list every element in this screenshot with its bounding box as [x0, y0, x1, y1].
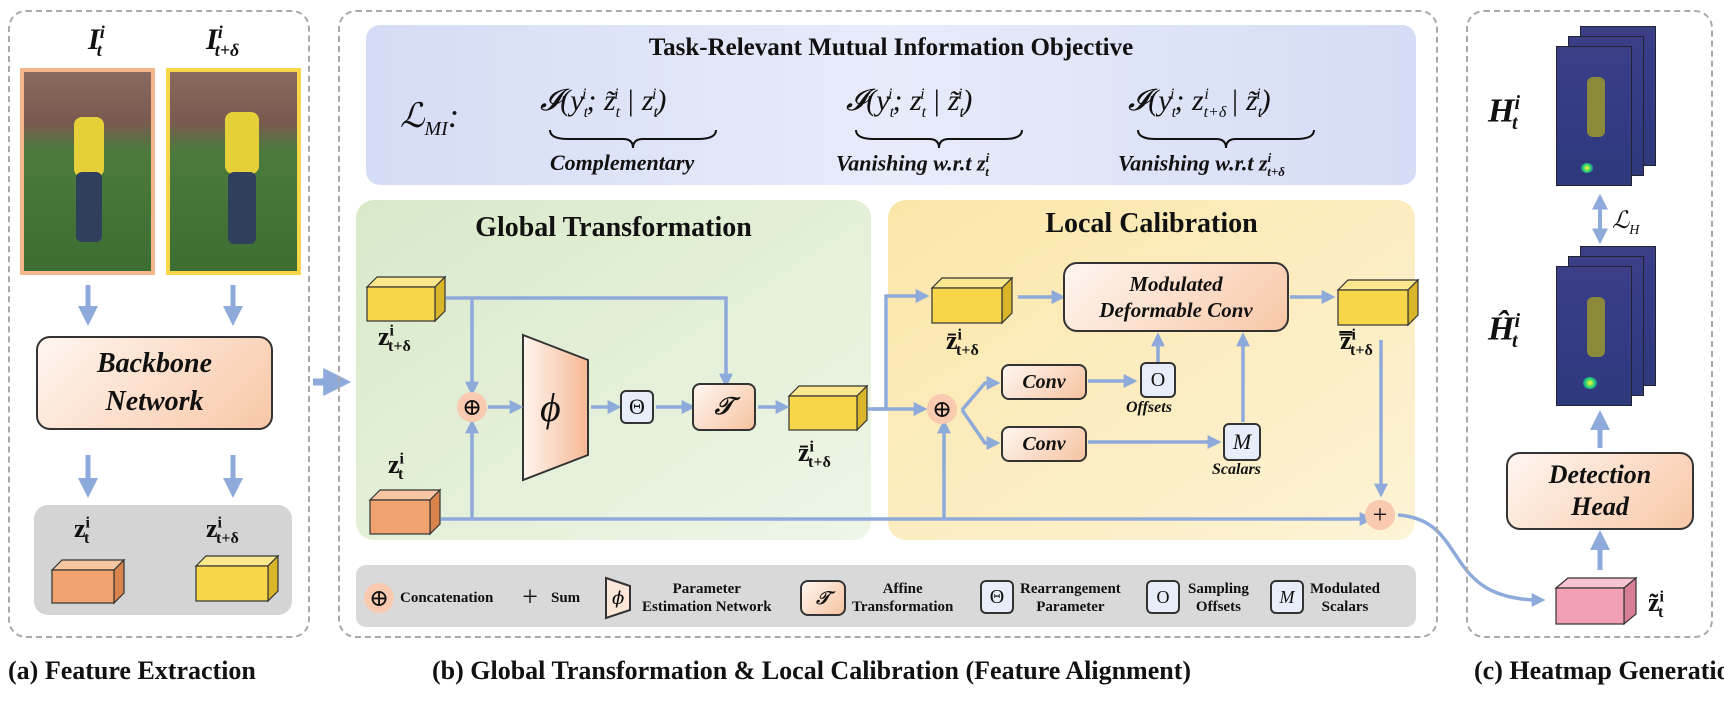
mi-term-vanishing-t-delta: 𝓘(yti; zt+δi | z̃ti)	[1128, 84, 1271, 121]
caption-heatmap-generation: (c) Heatmap Generation	[1474, 656, 1724, 685]
local-calibration-title: Local Calibration	[1045, 208, 1258, 239]
mi-loss-symbol: ℒMI:	[400, 98, 460, 140]
output-cube-ztilde	[1554, 576, 1638, 626]
heatmap-gt-label: Hit	[1488, 92, 1521, 135]
brace-vanishing-t	[855, 129, 1023, 149]
legend-concat-icon: ⊕	[364, 583, 394, 613]
mi-objective-background	[366, 25, 1416, 185]
mi-label-vanishing-t: Vanishing w.r.t zit	[836, 150, 990, 179]
frame-t-label: Iit	[88, 22, 105, 60]
sum-op: +	[1365, 500, 1395, 530]
legend-offsets-icon: O	[1146, 580, 1180, 614]
local-input-cube-zbar	[930, 276, 1014, 325]
ztilde-label: z̃it	[1648, 588, 1664, 622]
feature-cube-t-delta	[194, 554, 280, 603]
feature-t-label: zit	[74, 514, 90, 548]
caption-feature-extraction: (a) Feature Extraction	[8, 656, 256, 685]
phi-network-shape	[522, 333, 589, 482]
affine-transform-box: 𝒯	[692, 383, 756, 431]
heatmap-loss-label: ℒH	[1612, 208, 1640, 238]
scalars-label: Scalars	[1212, 461, 1261, 478]
frame-t-delta-label: Iit+δ	[206, 22, 240, 60]
zdbar-output-label: z̿it+δ	[1340, 326, 1373, 360]
legend-theta-icon: Θ	[980, 580, 1014, 614]
frame-image-t	[20, 68, 155, 275]
panel-feature-alignment	[338, 10, 1438, 638]
global-transformation-title: Global Transformation	[475, 212, 752, 243]
legend-concat-label: Concatenation	[400, 590, 494, 606]
mi-term-vanishing-t: 𝓘(yti; zti | z̃ti)	[846, 84, 973, 121]
legend-modulated-icon: M	[1270, 580, 1304, 614]
mi-label-vanishing-t-delta: Vanishing w.r.t zit+δ	[1118, 150, 1285, 179]
mi-term-complementary: 𝓘(yti; z̃ti | zti)	[540, 84, 667, 121]
global-transformation-background	[356, 200, 871, 540]
legend-param-net-icon: ϕ	[605, 576, 631, 620]
scalars-box: M	[1223, 423, 1261, 461]
z-t-input-label: zit	[388, 450, 404, 484]
legend-affine-icon: 𝒯	[800, 580, 846, 616]
input-cube-z-t	[368, 488, 442, 536]
brace-complementary	[549, 129, 717, 149]
caption-feature-alignment: (b) Global Transformation & Local Calibr…	[432, 656, 1192, 685]
legend-sum-label: Sum	[551, 590, 581, 606]
feature-cube-t	[50, 558, 126, 605]
panel-feature-extraction	[8, 10, 310, 638]
heatmap-pred	[1556, 266, 1632, 406]
panel-heatmap-generation	[1466, 10, 1713, 638]
z-t-delta-input-label: zit+δ	[378, 322, 411, 356]
conv-box-scalars: Conv	[1001, 426, 1087, 462]
local-output-cube-zdbar	[1336, 278, 1420, 327]
feature-t-delta-label: zit+δ	[206, 514, 239, 548]
conv-box-offsets: Conv	[1001, 364, 1087, 400]
heatmap-gt	[1556, 46, 1632, 186]
zbar-output-label: z̄it+δ	[798, 438, 831, 472]
heatmap-pred-label: Ĥit	[1488, 310, 1521, 353]
svg-text:ϕ: ϕ	[612, 588, 624, 609]
offsets-label: Offsets	[1126, 399, 1172, 416]
zbar-local-input-label: z̄it+δ	[946, 326, 979, 360]
offsets-box: O	[1140, 362, 1176, 398]
mi-label-complementary: Complementary	[550, 150, 695, 175]
phi-symbol: ϕ	[540, 385, 561, 430]
legend-sum-icon: +	[522, 582, 538, 613]
concat-op-local: ⊕	[927, 394, 957, 424]
mi-objective-title: Task-Relevant Mutual Information Objecti…	[648, 34, 1134, 61]
output-cube-zbar	[787, 384, 869, 432]
brace-vanishing-t-delta	[1137, 129, 1315, 149]
frame-image-t-delta	[166, 68, 301, 275]
concat-op-global: ⊕	[457, 392, 487, 422]
input-cube-z-t-delta	[365, 275, 447, 323]
theta-param-box: Θ	[620, 390, 654, 424]
